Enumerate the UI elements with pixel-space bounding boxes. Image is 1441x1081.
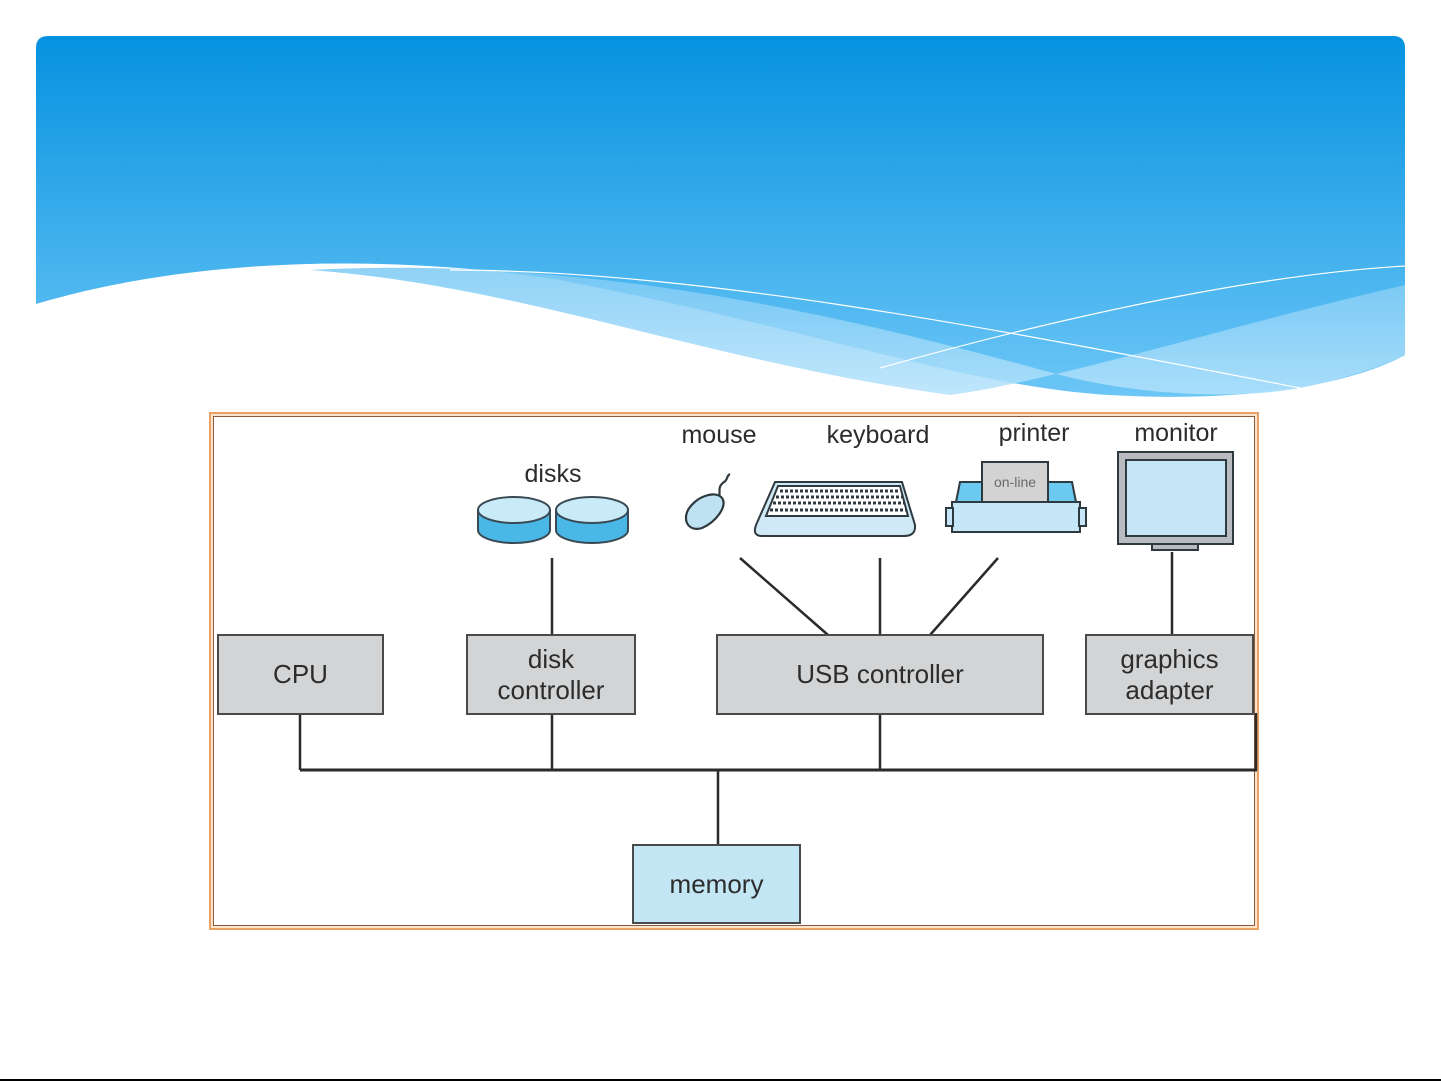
printer-paper-text: on-line xyxy=(994,474,1036,490)
device-label-keyboard: keyboard xyxy=(827,421,930,450)
device-label-disks: disks xyxy=(525,460,582,489)
usb-controller-box: USB controller xyxy=(716,634,1044,715)
device-label-printer: printer xyxy=(999,419,1070,448)
device-label-monitor: monitor xyxy=(1134,419,1217,448)
link-printer-usb xyxy=(930,558,998,635)
memory-box: memory xyxy=(632,844,801,924)
keyboard-icon xyxy=(755,482,915,536)
link-mouse-usb xyxy=(740,558,828,635)
graphics-adapter-box: graphics adapter xyxy=(1085,634,1254,715)
monitor-icon xyxy=(1118,452,1233,550)
mouse-icon xyxy=(686,474,730,529)
device-label-mouse: mouse xyxy=(681,421,756,450)
printer-icon xyxy=(946,462,1086,532)
cpu-box: CPU xyxy=(217,634,384,715)
disk-stack-icon xyxy=(478,497,628,543)
disk-controller-box: disk controller xyxy=(466,634,636,715)
